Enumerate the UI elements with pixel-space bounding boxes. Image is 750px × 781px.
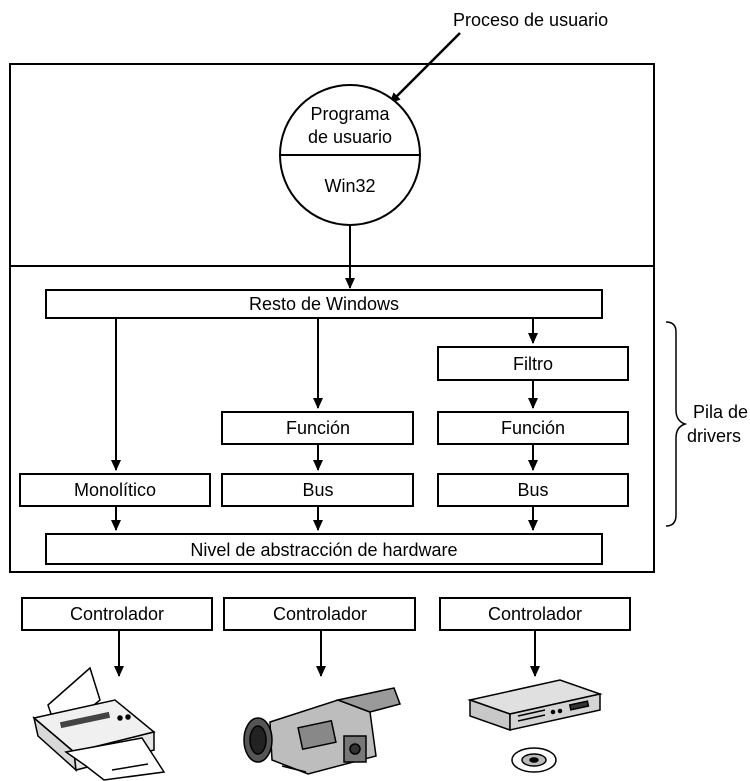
- monolithic-box: [19, 473, 211, 507]
- controller-box-1: [21, 597, 213, 631]
- user-process-arrow: [389, 32, 461, 104]
- bus-middle-box: [221, 473, 414, 507]
- user-process-label: Proceso de usuario: [453, 10, 608, 30]
- bus-right-box: [437, 473, 629, 507]
- win32-label: Win32: [324, 176, 375, 196]
- monolithic-label: Monolítico: [74, 480, 156, 500]
- user-program-circle: Programa de usuario Win32: [279, 84, 421, 226]
- bus-middle-label: Bus: [302, 480, 333, 500]
- controller-label-2: Controlador: [273, 604, 367, 624]
- rest-of-windows-label: Resto de Windows: [249, 294, 399, 314]
- driver-stack-label-2: drivers: [687, 426, 741, 446]
- bus-right-label: Bus: [517, 480, 548, 500]
- user-program-label-1: Programa: [310, 104, 390, 124]
- printer-icon: [32, 666, 166, 781]
- function-right-label: Función: [501, 418, 565, 438]
- controller-label-1: Controlador: [70, 604, 164, 624]
- user-program-label-2: de usuario: [308, 127, 392, 147]
- function-middle-label: Función: [286, 418, 350, 438]
- cd-drive-icon: [467, 679, 603, 773]
- hal-box: [45, 533, 603, 565]
- driver-stack-brace: [665, 321, 688, 527]
- filter-label: Filtro: [513, 354, 553, 374]
- filter-box: [437, 346, 629, 381]
- rest-of-windows-box: [45, 289, 603, 319]
- camcorder-icon: [243, 687, 401, 775]
- hal-label: Nivel de abstracción de hardware: [190, 540, 457, 560]
- controller-box-2: [223, 597, 416, 631]
- controller-label-3: Controlador: [488, 604, 582, 624]
- driver-stack-label-1: Pila de: [693, 402, 748, 422]
- kernel-mode-box: [9, 265, 655, 573]
